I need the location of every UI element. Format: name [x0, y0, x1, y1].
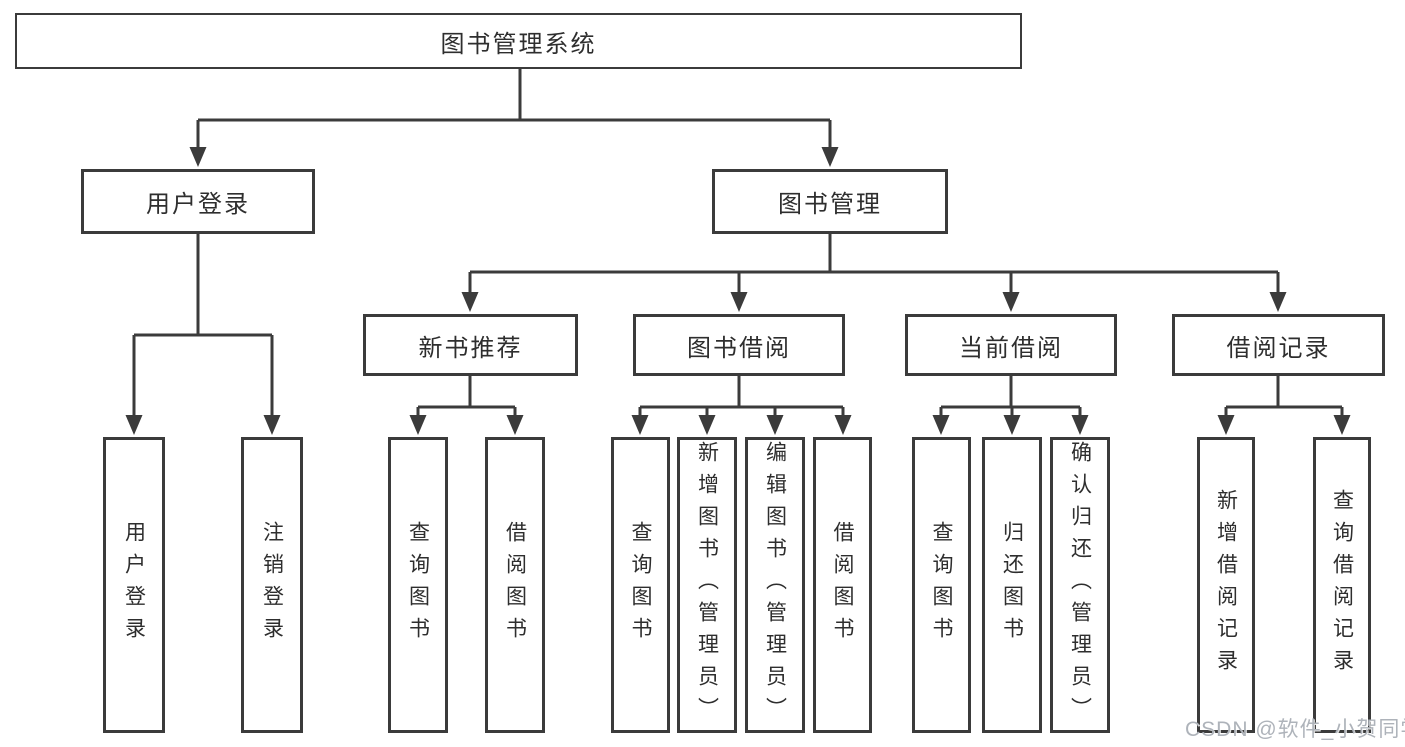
leaf-add-borrow-record: 新增借阅记录 [1197, 437, 1255, 733]
node-current-borrowing: 当前借阅 [905, 314, 1117, 376]
leaf-borrow-books-recommend: 借阅图书 [485, 437, 545, 733]
node-library-management-system: 图书管理系统 [15, 13, 1022, 69]
leaf-edit-book-admin: 编辑图书（管理员） [745, 437, 805, 733]
node-borrowing-records: 借阅记录 [1172, 314, 1385, 376]
leaf-user-login: 用户登录 [103, 437, 165, 733]
node-new-book-recommend: 新书推荐 [363, 314, 578, 376]
csdn-watermark: CSDN @软件_小贺同学 [1185, 718, 1405, 741]
node-user-login: 用户登录 [81, 169, 315, 234]
leaf-query-books-recommend: 查询图书 [388, 437, 448, 733]
leaf-query-books-borrowing: 查询图书 [611, 437, 670, 733]
leaf-return-books: 归还图书 [982, 437, 1042, 733]
leaf-query-borrow-record: 查询借阅记录 [1313, 437, 1371, 733]
leaf-borrow-books-borrowing: 借阅图书 [813, 437, 872, 733]
node-book-borrowing: 图书借阅 [633, 314, 845, 376]
node-book-management: 图书管理 [712, 169, 948, 234]
leaf-add-book-admin: 新增图书（管理员） [677, 437, 737, 733]
leaf-confirm-return-admin: 确认归还（管理员） [1050, 437, 1110, 733]
leaf-logout: 注销登录 [241, 437, 303, 733]
leaf-query-books-current: 查询图书 [912, 437, 971, 733]
